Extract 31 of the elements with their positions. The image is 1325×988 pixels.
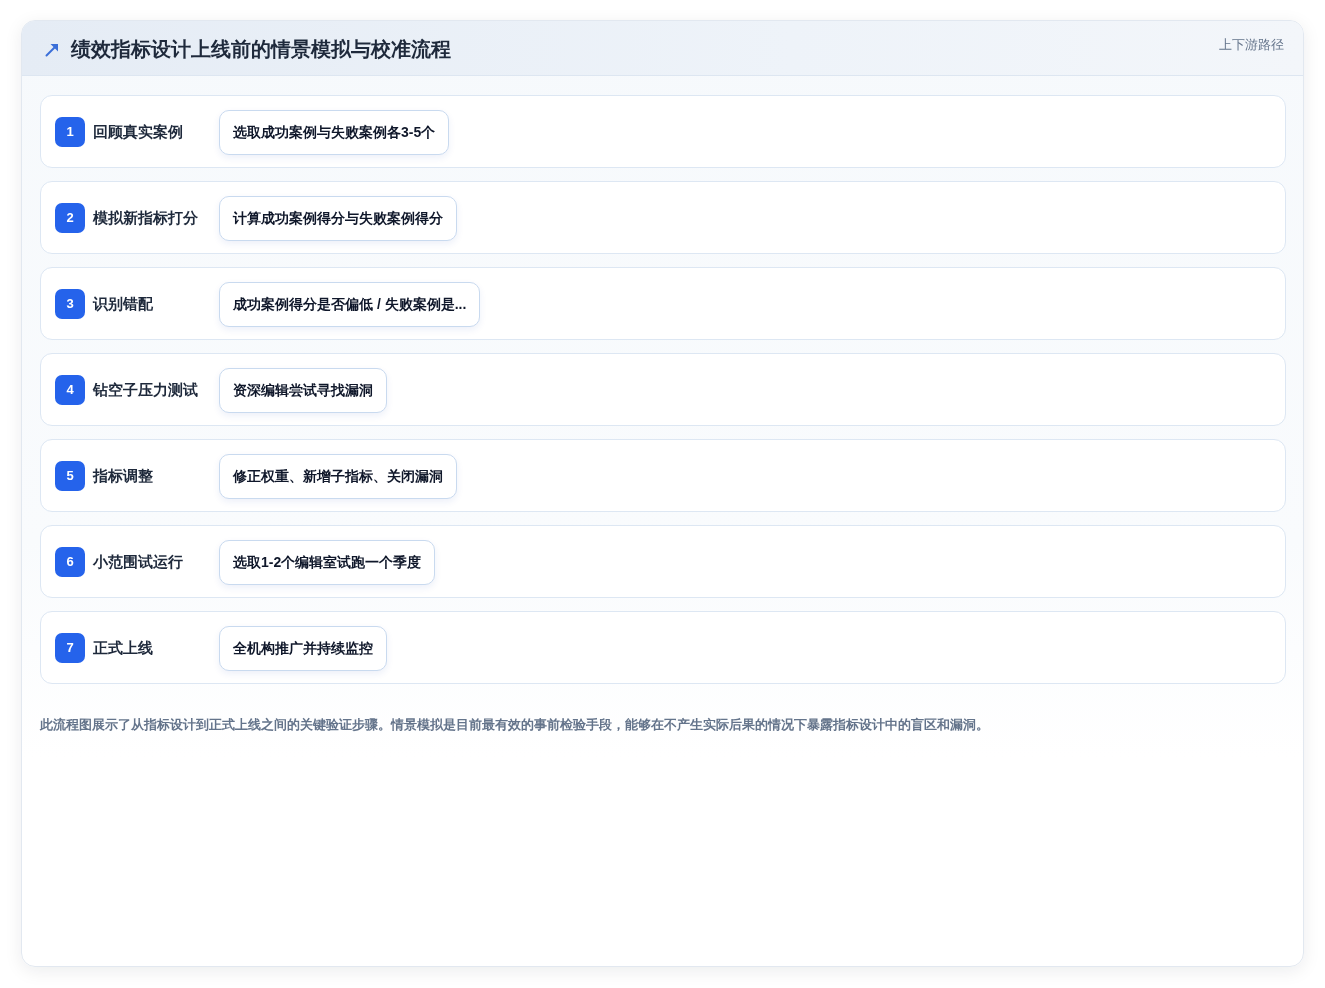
step-card — [40, 267, 1286, 340]
detail-card: 选取1-2个编辑室试跑一个季度 — [219, 540, 436, 585]
caption: 此流程图展示了从指标设计到正式上线之间的关键验证步骤。情景模拟是目前最有效的事前检验手段，能够在不产生实际后果的情况下暴露指标设计中的盲区和漏洞。 — [40, 716, 989, 734]
detail-card: 成功案例得分是否偏低 / 失败案例是... — [219, 282, 481, 327]
step-card — [40, 95, 1286, 168]
number-badge: 7 — [55, 633, 85, 663]
step-card — [40, 353, 1286, 426]
step-title: 模拟新指标打分 — [93, 208, 198, 228]
step-title: 钻空子压力测试 — [93, 380, 198, 400]
number-badge: 6 — [55, 547, 85, 577]
detail-card: 修正权重、新增子指标、关闭漏洞 — [219, 454, 457, 499]
title: 绩效指标设计上线前的情景模拟与校准流程 — [71, 37, 451, 62]
number-badge: 2 — [55, 203, 85, 233]
step-title: 指标调整 — [93, 466, 153, 486]
step-title: 小范围试运行 — [93, 552, 183, 572]
step-card — [40, 439, 1286, 512]
step-card — [40, 181, 1286, 254]
detail-card: 选取成功案例与失败案例各3-5个 — [219, 110, 450, 155]
corner-label: 上下游路径 — [1219, 36, 1284, 53]
step-card — [40, 525, 1286, 598]
step-title: 正式上线 — [93, 638, 153, 658]
detail-card: 资深编辑尝试寻找漏洞 — [219, 368, 387, 413]
detail-card: 全机构推广并持续监控 — [219, 626, 387, 671]
detail-card: 计算成功案例得分与失败案例得分 — [219, 196, 457, 241]
step-title: 识别错配 — [93, 294, 153, 314]
number-badge: 4 — [55, 375, 85, 405]
number-badge: 1 — [55, 117, 85, 147]
step-card — [40, 611, 1286, 684]
number-badge: 5 — [55, 461, 85, 491]
step-title: 回顾真实案例 — [93, 122, 183, 142]
number-badge: 3 — [55, 289, 85, 319]
